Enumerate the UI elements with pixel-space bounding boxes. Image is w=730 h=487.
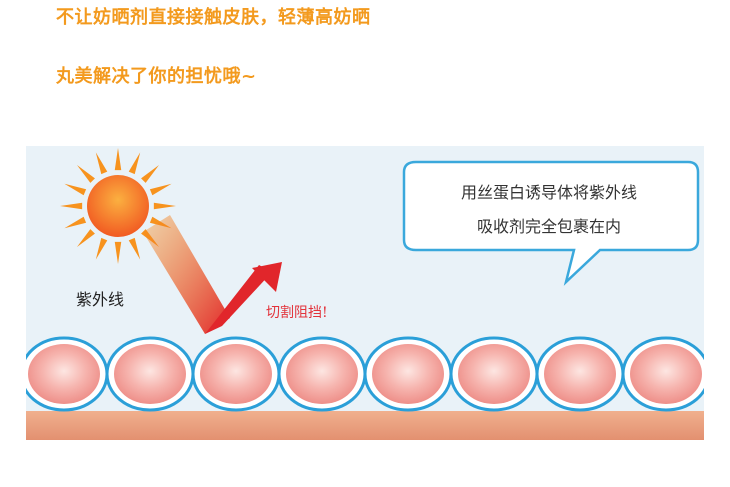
- cell-row: [21, 338, 730, 410]
- cell-body: [630, 344, 702, 404]
- speech-bubble-line-2: 吸收剂完全包裹在内: [406, 210, 692, 244]
- sun-ray: [129, 152, 140, 174]
- sun-ray: [77, 165, 95, 183]
- sun-ray: [96, 152, 107, 174]
- speech-bubble-text: 用丝蛋白诱导体将紫外线 吸收剂完全包裹在内: [406, 176, 692, 244]
- skin-base: [26, 411, 704, 440]
- sun-ray: [77, 229, 95, 247]
- sun-ray: [115, 148, 121, 170]
- cell-body: [458, 344, 530, 404]
- sun-ray: [150, 184, 172, 195]
- cell-body: [114, 344, 186, 404]
- cell-body: [200, 344, 272, 404]
- cell-body: [28, 344, 100, 404]
- cell-body: [716, 344, 730, 404]
- cell-body: [544, 344, 616, 404]
- cell-body: [286, 344, 358, 404]
- uv-ray-arrow-icon: [143, 215, 230, 334]
- sun-ray: [96, 238, 107, 260]
- speech-bubble-line-1: 用丝蛋白诱导体将紫外线: [406, 176, 692, 210]
- cell-membrane: [709, 338, 730, 410]
- sun-disc: [87, 175, 149, 237]
- sun-ray: [141, 165, 159, 183]
- sun-ray: [60, 203, 82, 209]
- cut-label: 切割阻挡!: [266, 302, 328, 322]
- sun-ray: [64, 184, 86, 195]
- sun-ray: [64, 217, 86, 228]
- sun-ray: [154, 203, 176, 209]
- sun-ray: [115, 242, 121, 264]
- cell-body: [372, 344, 444, 404]
- sun-ray: [129, 238, 140, 260]
- uv-label: 紫外线: [76, 286, 124, 310]
